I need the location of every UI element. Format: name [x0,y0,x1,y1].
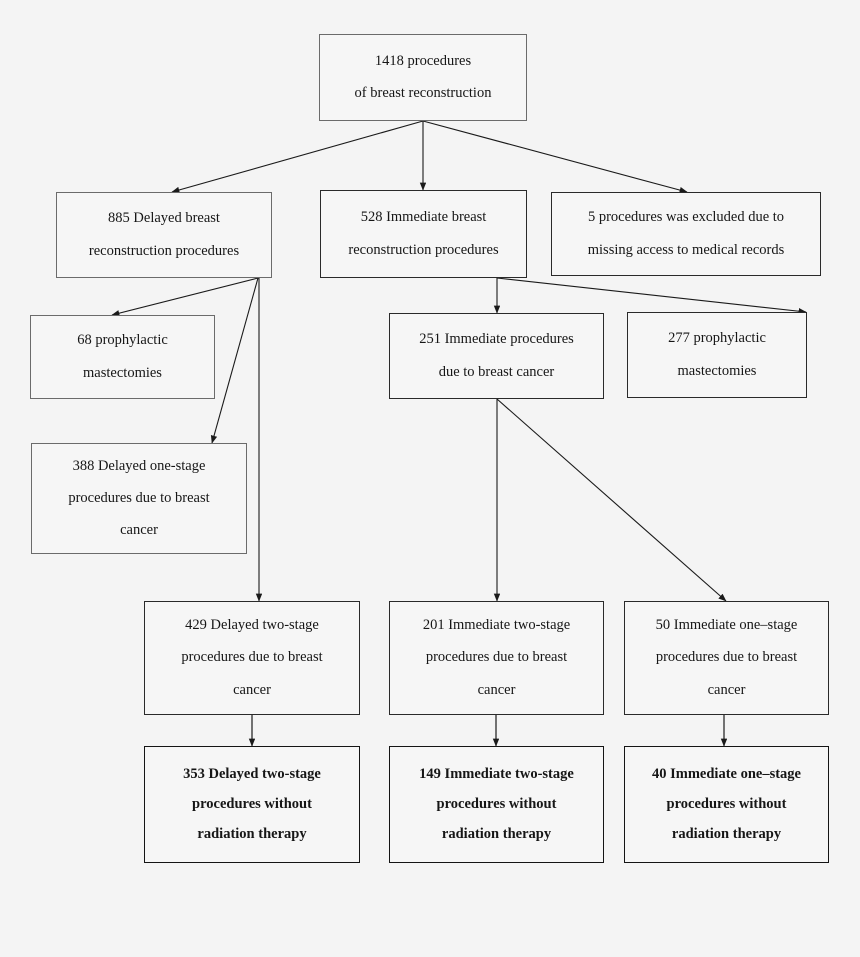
node-excluded5-line-2: missing access to medical records [587,241,785,258]
node-immediate528-line-2: reconstruction procedures [348,241,499,258]
node-excluded-5[interactable]: 5 procedures was excluded due to missing… [551,192,821,276]
node-delayed429-line-1: 429 Delayed two-stage [185,617,319,634]
node-delayed885-line-1: 885 Delayed breast [108,210,220,227]
node-immediate40-line-3: radiation therapy [671,826,782,843]
node-prophylactic68-line-2: mastectomies [83,364,162,381]
node-immediate50-line-1: 50 Immediate one–stage [655,617,798,634]
node-delayed-two-stage-353[interactable]: 353 Delayed two-stage procedures without… [144,746,360,863]
node-total-procedures[interactable]: 1418 procedures of breast reconstruction [319,34,527,121]
node-prophylactic68-line-1: 68 prophylactic [77,332,168,349]
node-prophylactic-68[interactable]: 68 prophylactic mastectomies [30,315,215,399]
edge-total-to-excluded5 [422,120,688,194]
node-immediate50-line-3: cancer [707,681,746,698]
node-delayed388-line-2: procedures due to breast [68,489,210,506]
edge-immediate528-to-prophylactic277 [496,277,807,315]
node-immediate201-line-2: procedures due to breast [425,649,568,666]
node-immediate-one-stage-50[interactable]: 50 Immediate one–stage procedures due to… [624,601,829,715]
node-delayed-885[interactable]: 885 Delayed breast reconstruction proced… [56,192,272,278]
node-immediate-528[interactable]: 528 Immediate breast reconstruction proc… [320,190,527,278]
node-immediate50-line-2: procedures due to breast [655,649,798,666]
node-immediate-251[interactable]: 251 Immediate procedures due to breast c… [389,313,604,399]
node-total-line-1: 1418 procedures [374,52,472,69]
edge-delayed885-to-delayed388 [210,277,259,444]
node-delayed388-line-3: cancer [120,522,158,539]
node-prophylactic-277[interactable]: 277 prophylactic mastectomies [627,312,807,398]
node-immediate201-line-1: 201 Immediate two-stage [422,617,571,634]
node-immediate149-line-2: procedures without [436,795,557,812]
edge-delayed885-to-prophylactic68 [111,277,259,317]
node-immediate149-line-3: radiation therapy [441,826,552,843]
node-immediate251-line-1: 251 Immediate procedures [419,331,574,348]
node-delayed388-line-1: 388 Delayed one-stage [72,457,206,474]
edge-immediate251-to-immediate50 [496,398,727,602]
node-delayed-two-stage-429[interactable]: 429 Delayed two-stage procedures due to … [144,601,360,715]
node-total-line-2: of breast reconstruction [354,85,492,101]
node-prophylactic277-line-2: mastectomies [677,362,757,379]
node-immediate201-line-3: cancer [477,681,516,698]
node-prophylactic277-line-1: 277 prophylactic [668,330,766,347]
node-immediate149-line-1: 149 Immediate two-stage [419,765,574,782]
node-immediate-one-stage-40[interactable]: 40 Immediate one–stage procedures withou… [624,746,829,863]
node-delayed353-line-2: procedures without [192,795,312,812]
node-delayed353-line-1: 353 Delayed two-stage [183,765,321,782]
node-delayed429-line-2: procedures due to breast [181,649,323,666]
node-immediate251-line-2: due to breast cancer [438,363,555,380]
node-delayed-one-stage-388[interactable]: 388 Delayed one-stage procedures due to … [31,443,247,554]
node-delayed429-line-3: cancer [233,681,271,698]
node-immediate40-line-2: procedures without [666,795,787,812]
node-excluded5-line-1: 5 procedures was excluded due to [587,209,785,226]
node-immediate528-line-1: 528 Immediate breast [360,209,487,226]
node-immediate40-line-1: 40 Immediate one–stage [651,765,801,782]
node-immediate-two-stage-149[interactable]: 149 Immediate two-stage procedures witho… [389,746,604,863]
node-delayed885-line-2: reconstruction procedures [88,242,240,259]
edge-total-to-delayed885 [171,120,424,194]
node-delayed353-line-3: radiation therapy [197,826,307,843]
node-immediate-two-stage-201[interactable]: 201 Immediate two-stage procedures due t… [389,601,604,715]
